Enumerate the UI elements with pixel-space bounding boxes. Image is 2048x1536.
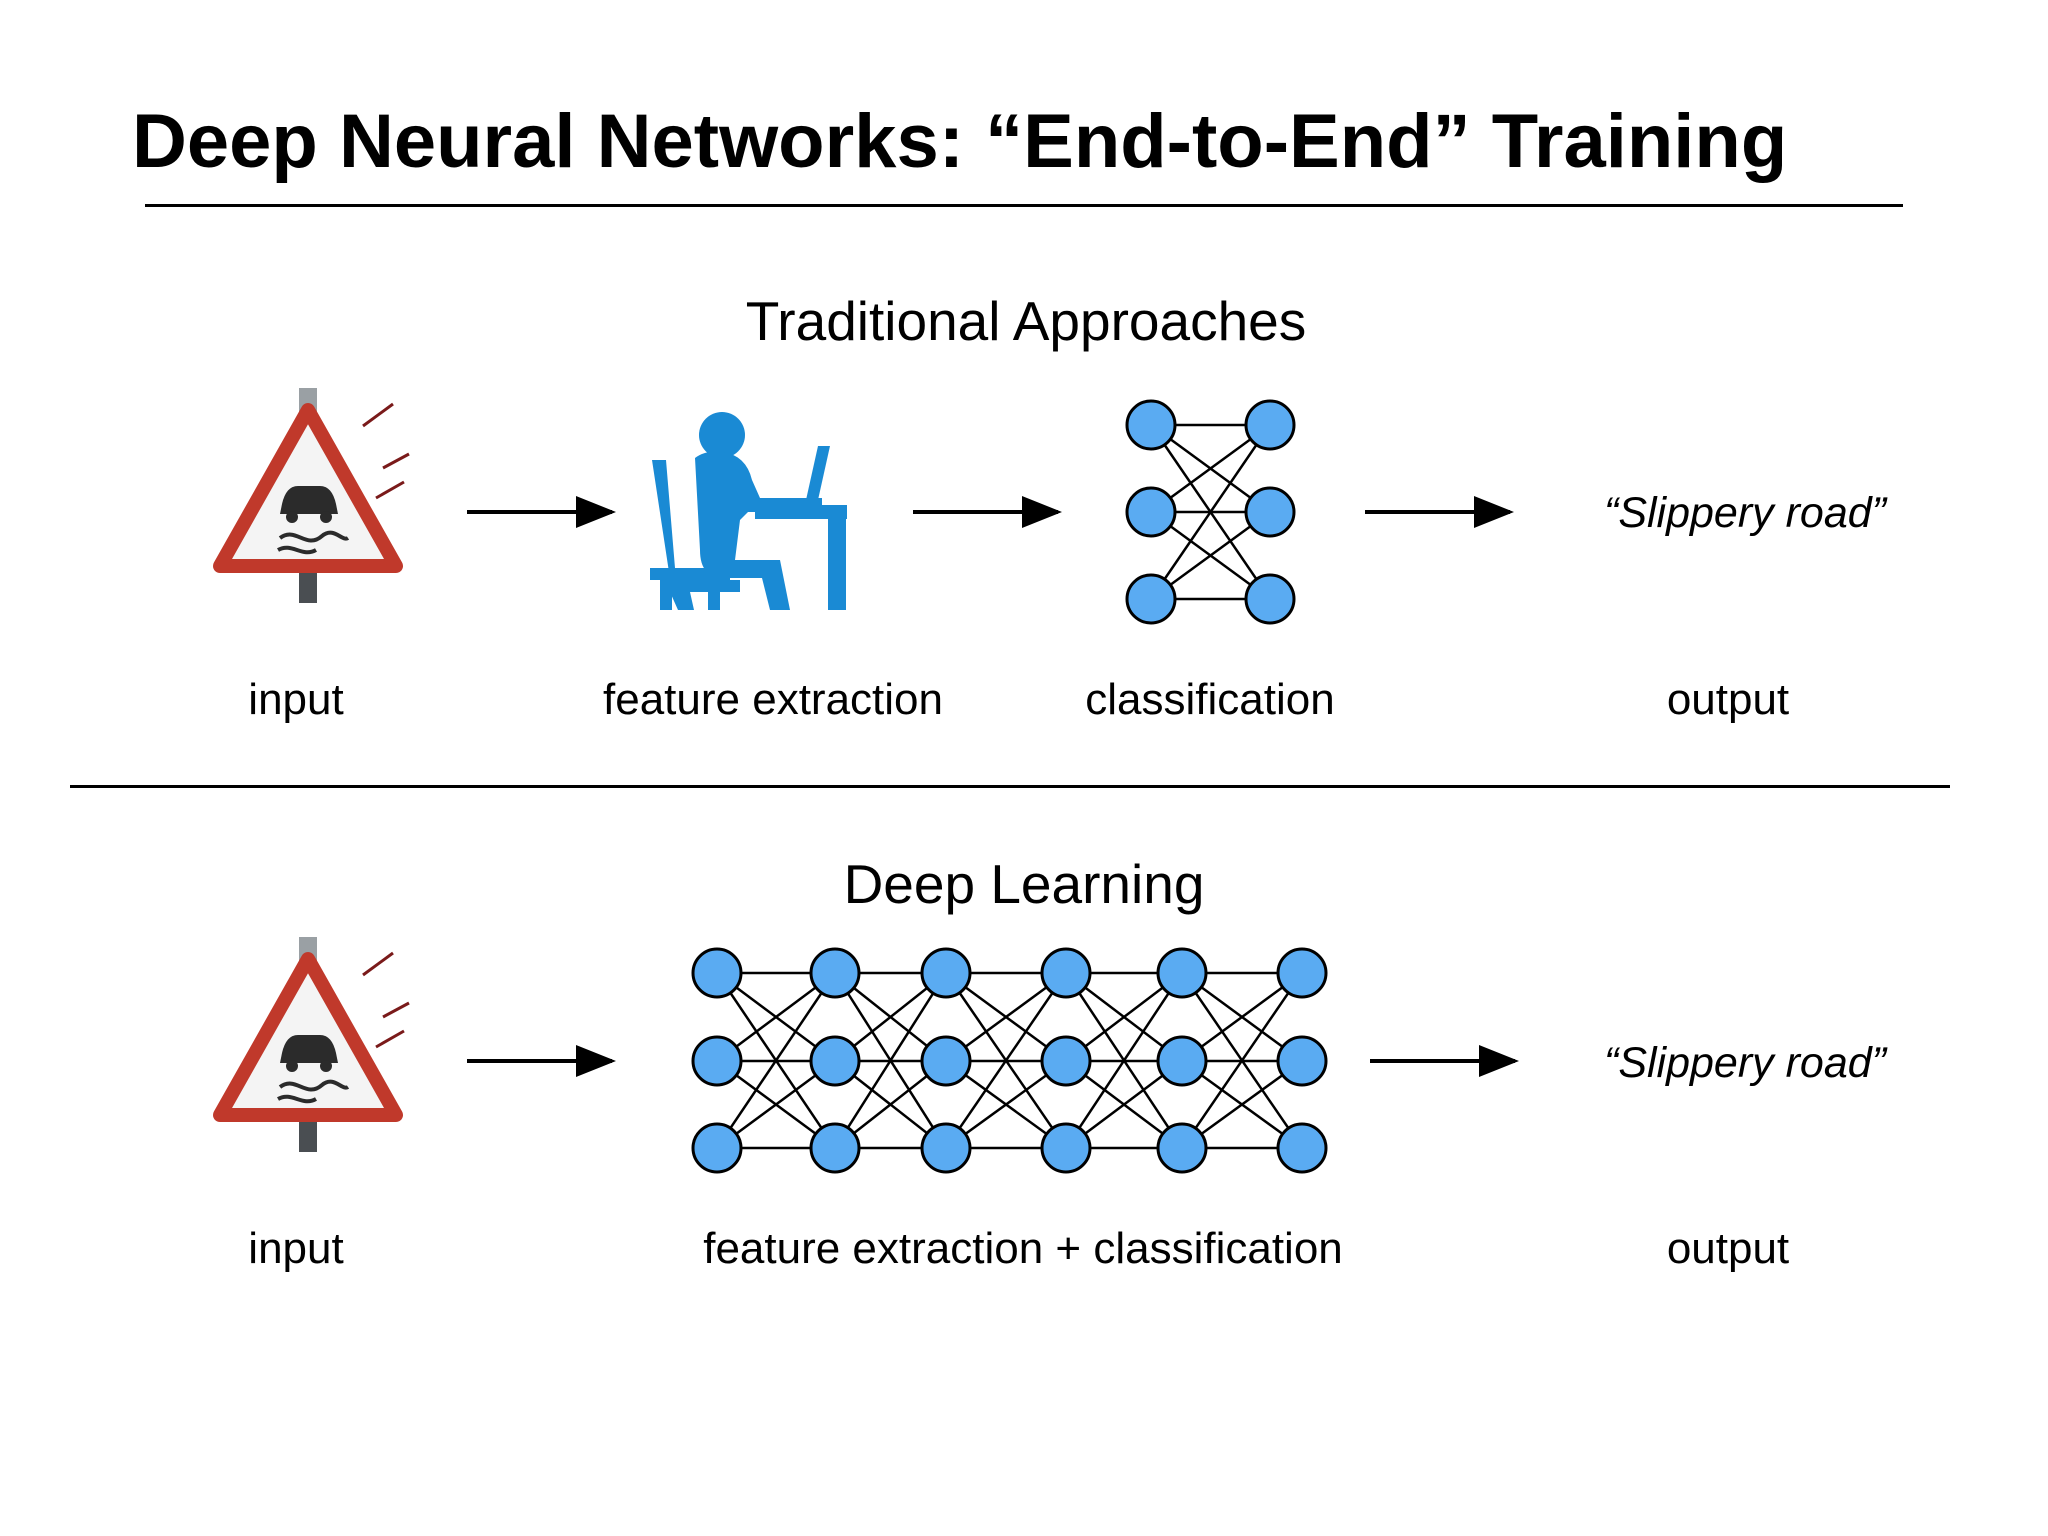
network-node xyxy=(809,1122,861,1174)
network-node xyxy=(1276,947,1328,999)
road-sign-icon xyxy=(220,937,409,1152)
network-node xyxy=(691,947,743,999)
network-node xyxy=(691,1035,743,1087)
deep-combined-label: feature extraction + classification xyxy=(703,1224,1343,1273)
network-node xyxy=(809,1035,861,1087)
network-node xyxy=(1156,1122,1208,1174)
network-edge xyxy=(1180,972,1304,1149)
deep-output-text: “Slippery road” xyxy=(1604,1039,1886,1087)
network-edge xyxy=(1064,972,1184,1149)
network-node xyxy=(920,1035,972,1087)
network-node xyxy=(1156,947,1208,999)
trad-output-label: output xyxy=(1666,675,1790,724)
network-edge xyxy=(833,972,948,1149)
network-node xyxy=(691,1122,743,1174)
road-sign-icon xyxy=(220,388,409,603)
trad-input-label: input xyxy=(248,675,344,724)
network-node xyxy=(1276,1122,1328,1174)
trad-feature-extraction-label: feature extraction xyxy=(603,675,943,724)
trad-classification-label: classification xyxy=(1085,675,1335,724)
network-node xyxy=(920,947,972,999)
network-edge xyxy=(944,972,1068,1149)
deep-neural-network-icon xyxy=(691,947,1328,1174)
title-underline xyxy=(145,204,1903,207)
deep-input-label: input xyxy=(248,1224,344,1273)
network-node xyxy=(1040,947,1092,999)
network-node xyxy=(920,1122,972,1174)
section-divider xyxy=(70,785,1950,788)
network-edge xyxy=(715,972,837,1149)
network-node xyxy=(1276,1035,1328,1087)
network-node xyxy=(1040,1122,1092,1174)
network-node xyxy=(809,947,861,999)
deep-learning-heading: Deep Learning xyxy=(843,853,1205,915)
person-at-desk-icon xyxy=(650,412,847,610)
deep-output-label: output xyxy=(1666,1224,1790,1273)
network-node xyxy=(1156,1035,1208,1087)
trad-output-text: “Slippery road” xyxy=(1604,489,1886,537)
neural-network-icon xyxy=(1125,399,1296,625)
network-node xyxy=(1040,1035,1092,1087)
slide-title: Deep Neural Networks: “End-to-End” Train… xyxy=(132,99,1788,184)
traditional-heading: Traditional Approaches xyxy=(745,290,1307,352)
